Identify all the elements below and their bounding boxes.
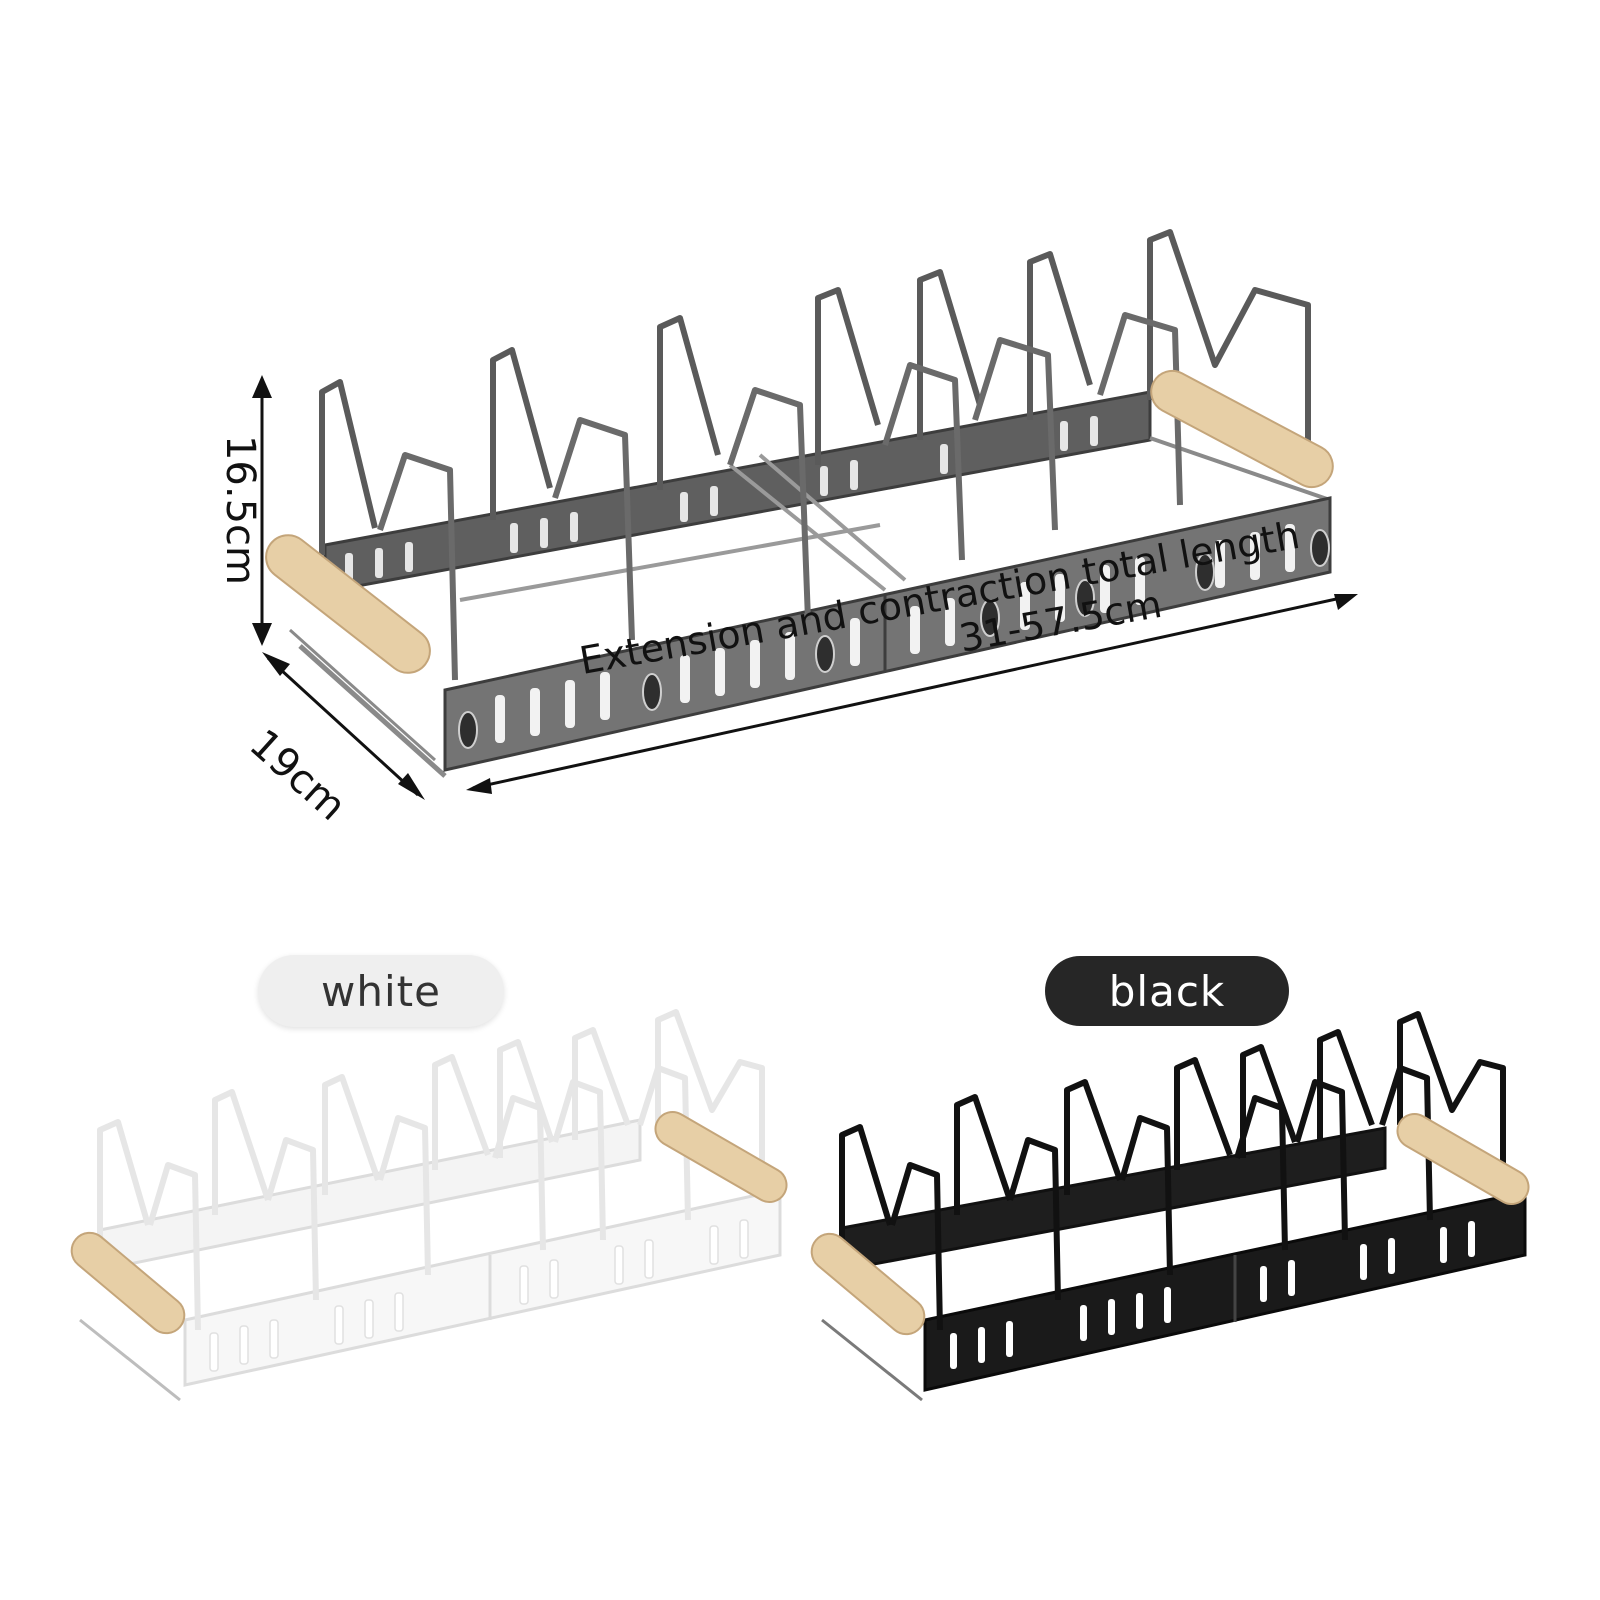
length-arrow xyxy=(466,594,1358,794)
wood-handle-left xyxy=(265,534,431,674)
black-variant-pill[interactable]: black xyxy=(1045,956,1289,1026)
white-rack xyxy=(70,1009,788,1402)
depth-arrow xyxy=(262,652,425,800)
height-arrow xyxy=(252,375,272,646)
height-label: 16.5cm xyxy=(217,434,263,586)
main-rack xyxy=(265,229,1334,778)
white-variant-pill[interactable]: white xyxy=(258,955,504,1027)
black-rack xyxy=(810,1011,1530,1402)
wood-handle-right xyxy=(1150,369,1334,489)
